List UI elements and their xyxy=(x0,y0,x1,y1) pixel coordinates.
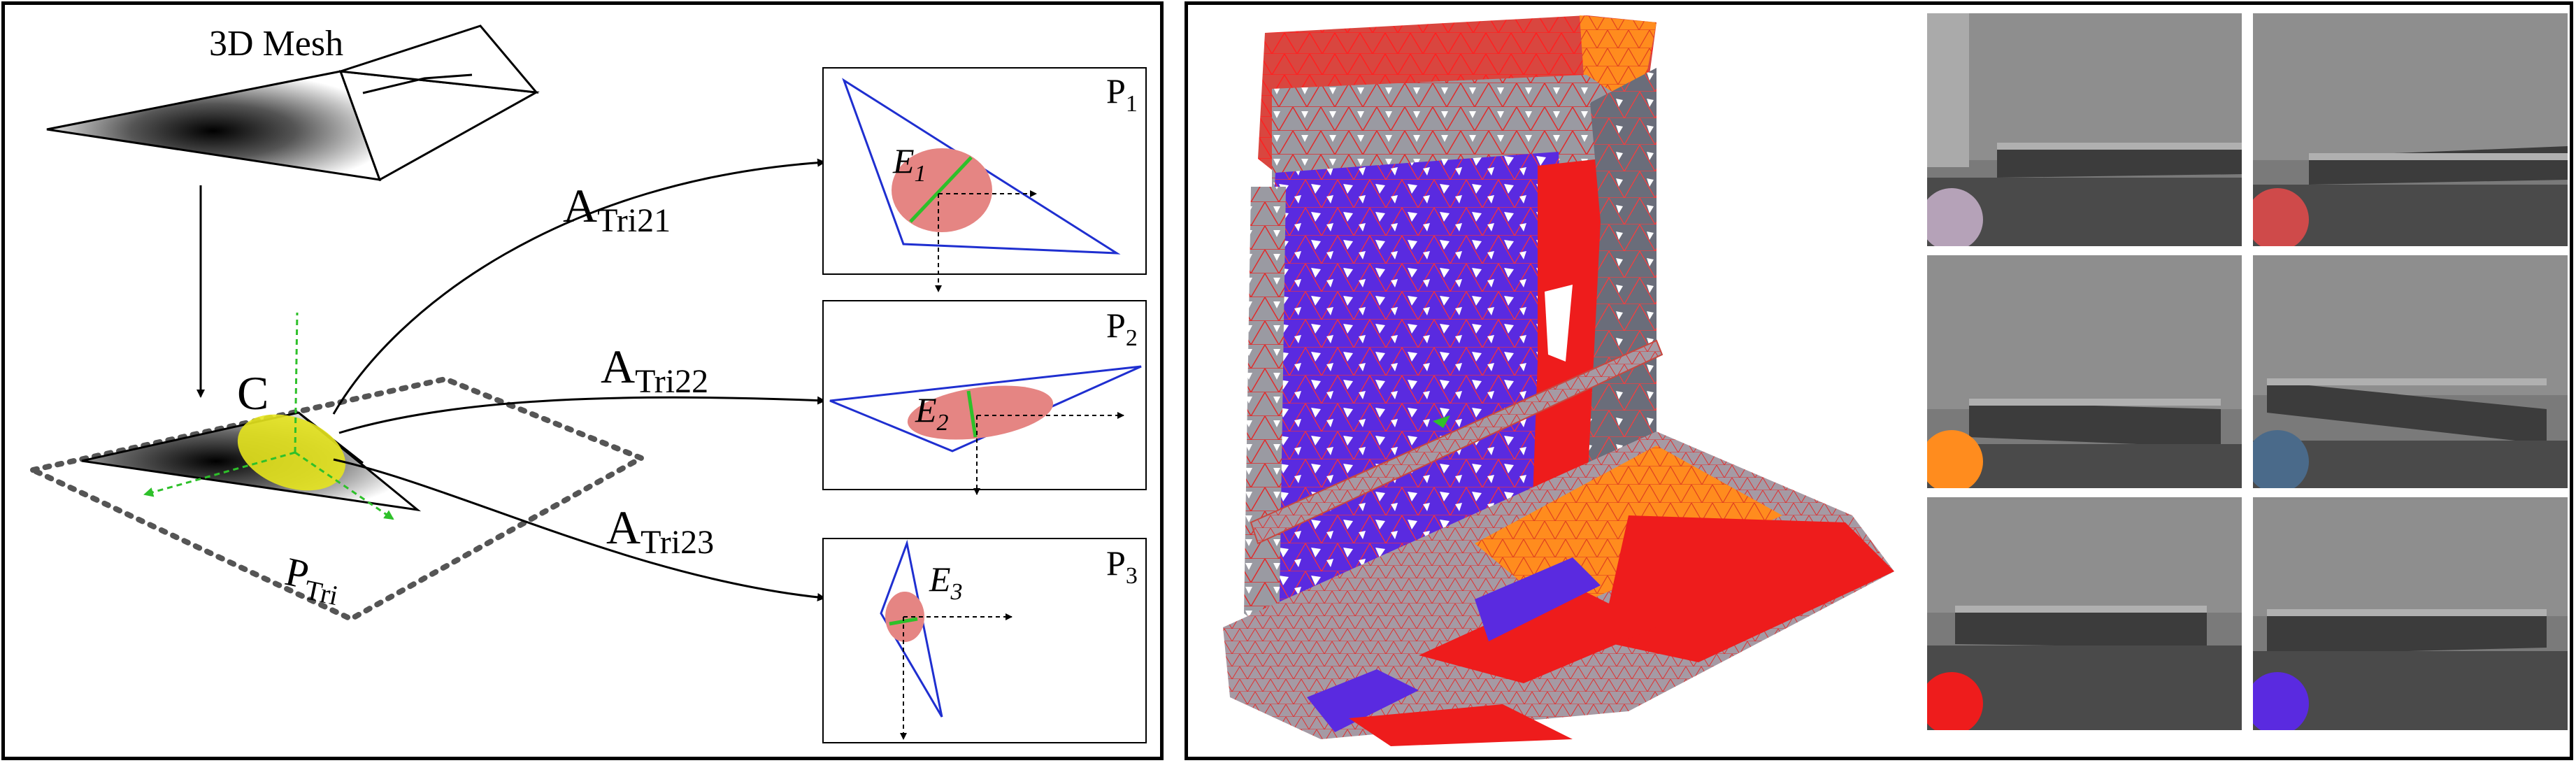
plane-label: PTri xyxy=(280,548,345,611)
camera-thumbnail xyxy=(2253,13,2568,246)
camera-thumbnail xyxy=(2253,255,2568,488)
tangent-plane xyxy=(24,376,648,622)
camera-thumbnail xyxy=(1927,255,2242,488)
projection-label-1: P1 xyxy=(1106,71,1138,117)
camera-color-dot xyxy=(2253,430,2309,488)
left-diagram-panel: 3D Mesh C PTri ATri21 ATri22 ATri23 E1 P… xyxy=(1,1,1164,760)
camera-image xyxy=(1927,255,2242,488)
ellipse-e2-label: E2 xyxy=(915,390,949,436)
camera-image xyxy=(2253,13,2568,246)
projection-label-2: P2 xyxy=(1106,306,1138,351)
right-image-panel xyxy=(1185,1,2573,760)
projection-label-3: P3 xyxy=(1106,543,1138,589)
camera-image xyxy=(2253,255,2568,488)
transform-arrow-3 xyxy=(333,458,826,601)
camera-color-dot xyxy=(1927,430,1983,488)
ellipse-e2 xyxy=(907,385,1054,440)
camera-color-dot xyxy=(2253,188,2309,246)
mesh-triangles xyxy=(46,24,540,182)
projection-box-2: E2 P2 xyxy=(822,300,1147,495)
camera-image xyxy=(1927,13,2242,246)
transform-arrow-1 xyxy=(332,158,826,415)
camera-color-dot xyxy=(2253,672,2309,730)
transform-label-1: ATri21 xyxy=(563,179,671,239)
mesh-label: 3D Mesh xyxy=(209,24,343,64)
camera-image xyxy=(2253,497,2568,730)
normal-axis xyxy=(294,312,299,453)
projection-box-1: E1 P1 xyxy=(822,67,1147,292)
camera-thumbnail xyxy=(1927,13,2242,246)
camera-thumbnail xyxy=(1927,497,2242,730)
camera-color-dot xyxy=(1927,672,1983,730)
tangent-axis-1 xyxy=(143,451,296,497)
ellipse-e3-label: E3 xyxy=(929,559,963,605)
mesh-reconstruction xyxy=(1223,15,1894,746)
transform-label-3: ATri23 xyxy=(606,501,714,561)
transform-arrow-2 xyxy=(338,396,826,434)
ellipse-e1-label: E1 xyxy=(892,141,926,187)
camera-color-dot xyxy=(1927,188,1983,246)
projection-box-3: E3 P3 xyxy=(822,538,1147,743)
projection-diagram: 3D Mesh C PTri ATri21 ATri22 ATri23 E1 P… xyxy=(24,24,1147,743)
center-label: C xyxy=(237,366,269,420)
camera-thumbnail xyxy=(2253,497,2568,730)
camera-image xyxy=(1927,497,2242,730)
transform-label-2: ATri22 xyxy=(601,340,708,400)
tangent-axis-2 xyxy=(294,451,394,520)
